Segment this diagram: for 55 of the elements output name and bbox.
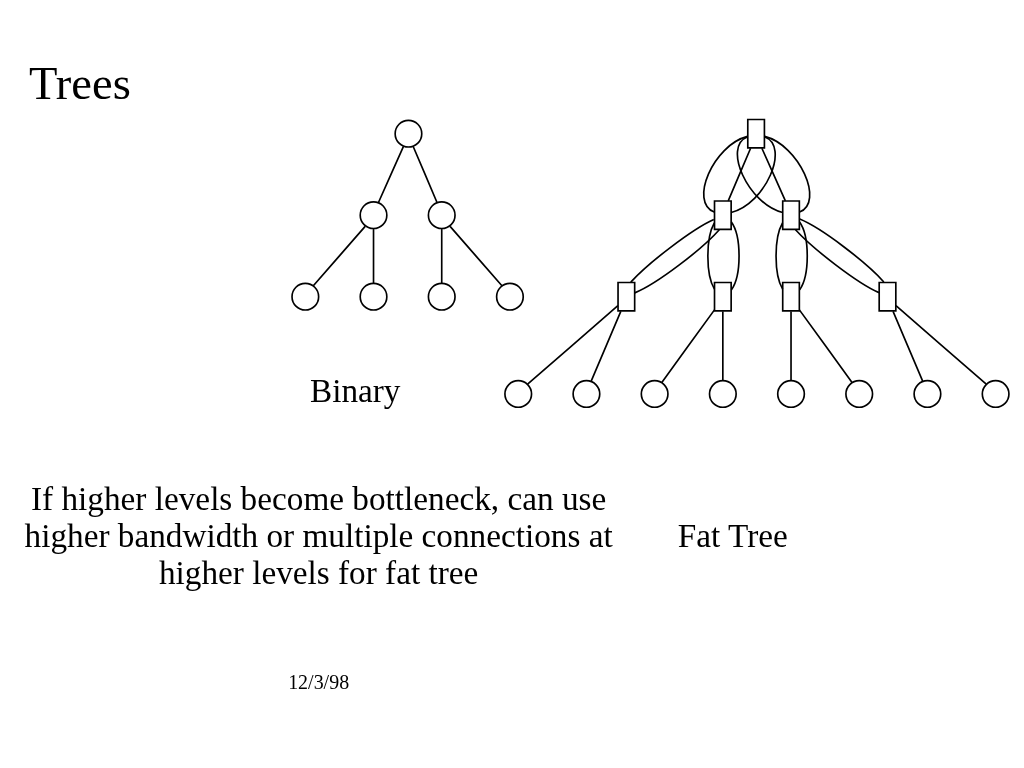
connector — [449, 225, 503, 287]
node-circle — [640, 379, 669, 409]
connector — [736, 135, 784, 214]
node-box — [781, 200, 801, 231]
connector — [727, 147, 752, 202]
node-box — [713, 200, 732, 231]
connector — [798, 309, 853, 384]
connector — [372, 228, 375, 284]
node-circle — [708, 379, 737, 409]
node-circle — [504, 379, 533, 409]
label: If higher levels become bottleneck, can use higher bandwidth or multiple connections at higher levels for fat tree — [24, 480, 613, 591]
diagram-title: Trees — [29, 57, 131, 109]
connector — [794, 228, 880, 294]
connector — [763, 135, 811, 213]
node-box — [617, 281, 636, 312]
connector — [377, 145, 405, 204]
node-circle — [495, 282, 525, 311]
node-box — [746, 118, 766, 149]
node-circle — [359, 282, 388, 311]
node-box — [878, 281, 897, 312]
label: Fat Tree — [677, 517, 788, 555]
connector — [633, 228, 721, 294]
connector — [798, 221, 809, 291]
connector — [790, 310, 792, 382]
connector — [661, 309, 716, 384]
connector — [440, 228, 443, 284]
node-box — [781, 281, 801, 312]
connector — [703, 135, 749, 213]
node-box — [713, 281, 732, 312]
node-circle — [291, 282, 320, 311]
connector — [798, 218, 885, 283]
label: 12/3/98 — [288, 670, 350, 693]
connector — [761, 147, 787, 202]
label: Binary — [309, 372, 401, 410]
connector — [707, 222, 716, 290]
connector — [730, 135, 776, 214]
connector — [892, 310, 924, 382]
connector — [722, 310, 724, 382]
node-circle — [776, 379, 806, 409]
node-circle — [572, 379, 601, 409]
connector — [775, 222, 784, 290]
node-circle — [427, 201, 456, 230]
connector — [412, 145, 438, 204]
connector — [590, 310, 622, 382]
node-circle — [981, 379, 1010, 409]
node-circle — [427, 282, 456, 311]
node-circle — [359, 201, 388, 230]
node-circle — [394, 119, 423, 148]
connector — [312, 225, 366, 287]
connector — [526, 304, 619, 385]
node-circle — [845, 379, 874, 409]
connector — [895, 304, 988, 385]
connector — [629, 218, 715, 283]
connector — [730, 221, 740, 291]
node-circle — [913, 379, 942, 409]
